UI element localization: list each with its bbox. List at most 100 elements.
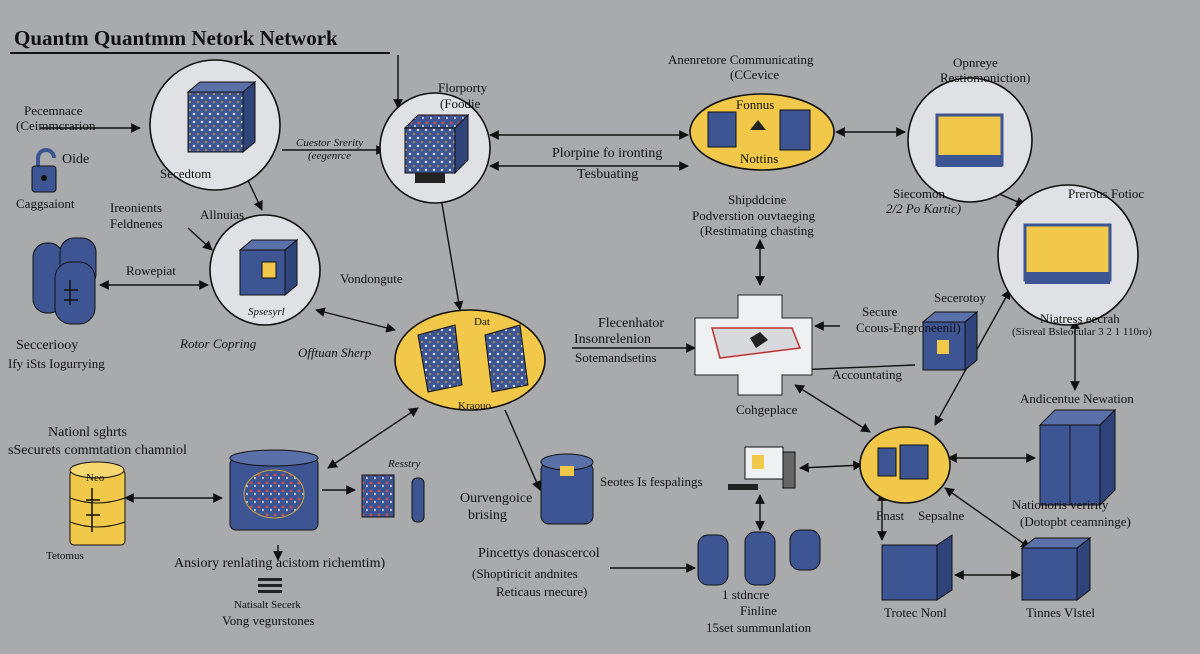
label-fifteen-set: 15set summunlation bbox=[706, 620, 812, 635]
label-sotemandsetins: Sotemandsetins bbox=[575, 350, 657, 365]
label-allnuias: Allnuias bbox=[200, 207, 245, 222]
label-seotes: Seotes Is fespalings bbox=[600, 474, 703, 489]
connector bbox=[327, 407, 419, 469]
server-right-icon bbox=[779, 109, 811, 151]
label-plorpine: Plorpine fo ironting bbox=[552, 146, 663, 161]
connector bbox=[436, 191, 464, 311]
label-shoptiricit: (Shoptiricit andnites bbox=[472, 566, 578, 581]
barcode-icon bbox=[258, 578, 282, 593]
label-vondongute: Vondongute bbox=[340, 271, 403, 286]
cryo-chamber-base bbox=[937, 155, 1002, 167]
label-podverstion: Podverstion ouvtaeging bbox=[692, 208, 816, 223]
label-trotec-nonl: Trotec Nonl bbox=[884, 605, 947, 620]
qubit-cube-icon bbox=[404, 127, 456, 174]
label-neo: Neo bbox=[86, 472, 105, 484]
label-ceimmcrarion: (Ceimmcrarion bbox=[16, 118, 96, 133]
label-fnast: Fnast bbox=[876, 508, 905, 523]
server-tower-icon bbox=[1038, 408, 1117, 507]
connector bbox=[944, 487, 1031, 549]
transfer-arrow-icon bbox=[750, 120, 766, 130]
label-florporty: Florporty bbox=[438, 80, 488, 95]
endpoint-cube-right bbox=[1020, 536, 1092, 602]
quantum-lab-icon bbox=[1023, 223, 1112, 282]
connector bbox=[799, 460, 863, 473]
quantum-lab-base bbox=[1025, 272, 1110, 284]
label-pecemnace: Pecemnace bbox=[24, 103, 83, 118]
terminal-icon bbox=[728, 446, 796, 490]
label-tetomus: Tetomus bbox=[46, 550, 84, 562]
label-secedtom: Secedtom bbox=[160, 166, 212, 181]
label-anenretore: Anenretore Communicating bbox=[668, 52, 814, 67]
label-rowepiat: Rowepiat bbox=[126, 263, 176, 278]
label-secceriooy: Secceriooy bbox=[16, 338, 79, 353]
label-restimating: (Restimating chasting bbox=[700, 223, 814, 238]
label-brising: brising bbox=[468, 508, 507, 523]
entangled-crystal-right bbox=[484, 324, 529, 393]
label-nationoris: Nationoris veririty bbox=[1012, 497, 1109, 512]
label-prerous-fotioc: Prerous Fotioc bbox=[1068, 186, 1145, 201]
key-slot-icon bbox=[261, 261, 277, 279]
diagram-title: Quantm Quantmm Netork Network bbox=[14, 26, 338, 50]
node-cylinder-icon bbox=[540, 453, 594, 525]
label-ko-kartic: 2/2 Po Kartic) bbox=[886, 201, 962, 216]
padlock-icon bbox=[31, 148, 57, 193]
connector bbox=[187, 227, 213, 251]
label-ify-lgourying: Ify iSts Iogurrying bbox=[8, 356, 105, 371]
label-dot: Dat bbox=[474, 316, 490, 328]
label-opnreye: Opnreye bbox=[953, 55, 998, 70]
label-feldnenes: Feldnenes bbox=[110, 216, 163, 231]
label-sepsalne: Sepsalne bbox=[918, 508, 965, 523]
database-icon bbox=[69, 461, 126, 546]
storage-cylinders-icon bbox=[32, 237, 97, 325]
chip-core bbox=[750, 332, 768, 348]
label-accountating: Accountating bbox=[832, 367, 903, 382]
label-tesbuating: Tesbuating bbox=[577, 167, 639, 182]
connector bbox=[315, 307, 396, 333]
router-right-icon bbox=[899, 444, 929, 480]
label-eegenrce: (eegenrce bbox=[308, 150, 351, 162]
label-flecenhator: Flecenhator bbox=[598, 316, 665, 331]
label-insonrelenion: Insonrelenion bbox=[574, 332, 651, 347]
title-underline bbox=[10, 52, 390, 54]
repeater-cylinders-icon bbox=[697, 529, 821, 586]
server-left-icon bbox=[707, 111, 737, 148]
connector bbox=[794, 364, 916, 375]
router-left-icon bbox=[877, 447, 897, 477]
label-kraouo: Kraouo bbox=[458, 400, 491, 412]
label-natisalt: Natisalt Secerk bbox=[234, 599, 301, 611]
label-sisreal: (Sisreal Bsleocular 3 2 1 110ro) bbox=[1012, 326, 1152, 338]
label-pincettys: Pincettys donascercol bbox=[478, 546, 600, 561]
label-secure: Secure bbox=[862, 304, 898, 319]
label-secerotoy: Secerotoy bbox=[934, 290, 986, 305]
label-spsesyrl: Spsesyrl bbox=[248, 306, 285, 318]
label-cuestor-srerity: Cuestor Srerity bbox=[296, 137, 364, 149]
label-ireonients: Ireonients bbox=[110, 200, 162, 215]
label-cohgeplace: Cohgeplace bbox=[736, 402, 798, 417]
label-ccous-engroneenil: Ccous-Engroneenil) bbox=[856, 320, 961, 335]
label-one-stdncre: 1 stdncre bbox=[722, 587, 770, 602]
qubit-cubes-small bbox=[361, 474, 425, 523]
qubit-cube-base bbox=[415, 173, 445, 183]
label-nottins: Nottins bbox=[740, 151, 779, 166]
label-ccevice: (CCevice bbox=[730, 67, 780, 82]
connector bbox=[504, 409, 541, 491]
label-oide: Oide bbox=[62, 152, 90, 167]
label-tinnes-vlstel: Tinnes Vlstel bbox=[1026, 605, 1095, 620]
label-finline: Finline bbox=[740, 603, 777, 618]
label-national-sghrts: Nationl sghrts bbox=[48, 425, 127, 440]
label-shipddcine: Shipddcine bbox=[728, 192, 787, 207]
quantum-channel-cylinder bbox=[229, 449, 319, 531]
label-fonnus: Fonnus bbox=[736, 97, 775, 112]
endpoint-cube-left bbox=[881, 534, 953, 601]
encrypted-block-side bbox=[242, 80, 256, 154]
label-offtuan-sherp: Offtuan Sherp bbox=[298, 345, 372, 360]
lock-box-side bbox=[284, 238, 298, 297]
label-dotopbt: (Dotopbt ceamninge) bbox=[1020, 514, 1131, 529]
encrypted-block-icon bbox=[187, 91, 244, 153]
label-foodie: (Foodie bbox=[440, 96, 481, 111]
secure-module-icon bbox=[921, 310, 979, 372]
label-ansiory: Ansiory renlating acistom richemtim) bbox=[174, 556, 386, 571]
label-restiomoniction: Restiomoniction) bbox=[940, 70, 1031, 85]
